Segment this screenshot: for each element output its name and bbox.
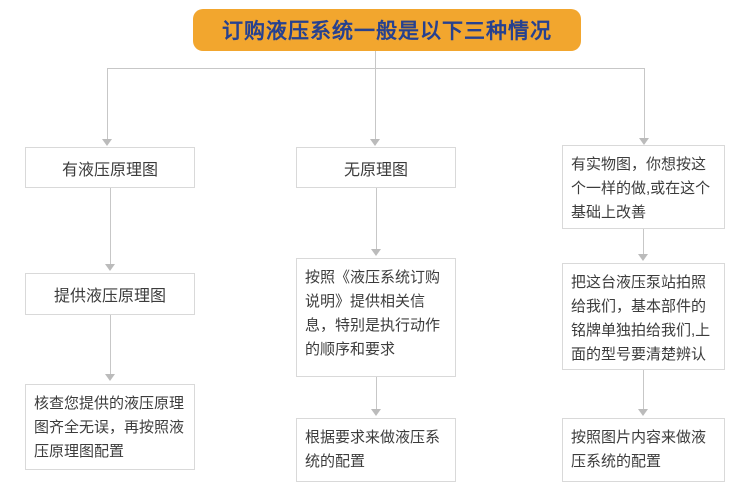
arrow-down-icon [371, 409, 381, 416]
connector-left-2-3 [110, 315, 111, 374]
box-has-schematic-step3: 核查您提供的液压原理图齐全无误，再按照液压原理图配置 [25, 384, 195, 470]
connector-branch-center [375, 68, 376, 139]
connector-branch-left [107, 68, 108, 139]
arrow-down-icon [638, 254, 648, 261]
box-has-photo-step3: 按照图片内容来做液压系统的配置 [562, 418, 725, 482]
connector-right-2-3 [643, 370, 644, 409]
box-has-schematic-step1: 有液压原理图 [25, 147, 195, 188]
box-no-schematic-step3: 根据要求来做液压系统的配置 [296, 418, 456, 482]
connector-center-1-2 [376, 188, 377, 249]
arrow-down-icon [105, 264, 115, 271]
arrow-down-icon [370, 139, 380, 146]
connector-right-1-2 [643, 229, 644, 254]
arrow-down-icon [105, 374, 115, 381]
box-has-photo-step2: 把这台液压泵站拍照给我们，基本部件的铭牌单独拍给我们,上面的型号要清楚辨认 [562, 263, 725, 370]
connector-branch-right [644, 68, 645, 138]
arrow-down-icon [638, 409, 648, 416]
arrow-down-icon [639, 138, 649, 145]
flowchart-title: 订购液压系统一般是以下三种情况 [193, 9, 581, 51]
connector-center-2-3 [376, 377, 377, 409]
box-has-schematic-step2: 提供液压原理图 [25, 273, 195, 315]
box-no-schematic-step2: 按照《液压系统订购说明》提供相关信息，特别是执行动作的顺序和要求 [296, 258, 456, 377]
connector-left-1-2 [110, 188, 111, 264]
arrow-down-icon [102, 139, 112, 146]
connector-title-stem [375, 51, 376, 68]
arrow-down-icon [371, 249, 381, 256]
box-no-schematic-step1: 无原理图 [296, 147, 456, 188]
box-has-photo-step1: 有实物图，你想按这个一样的做,或在这个基础上改善 [562, 145, 725, 229]
